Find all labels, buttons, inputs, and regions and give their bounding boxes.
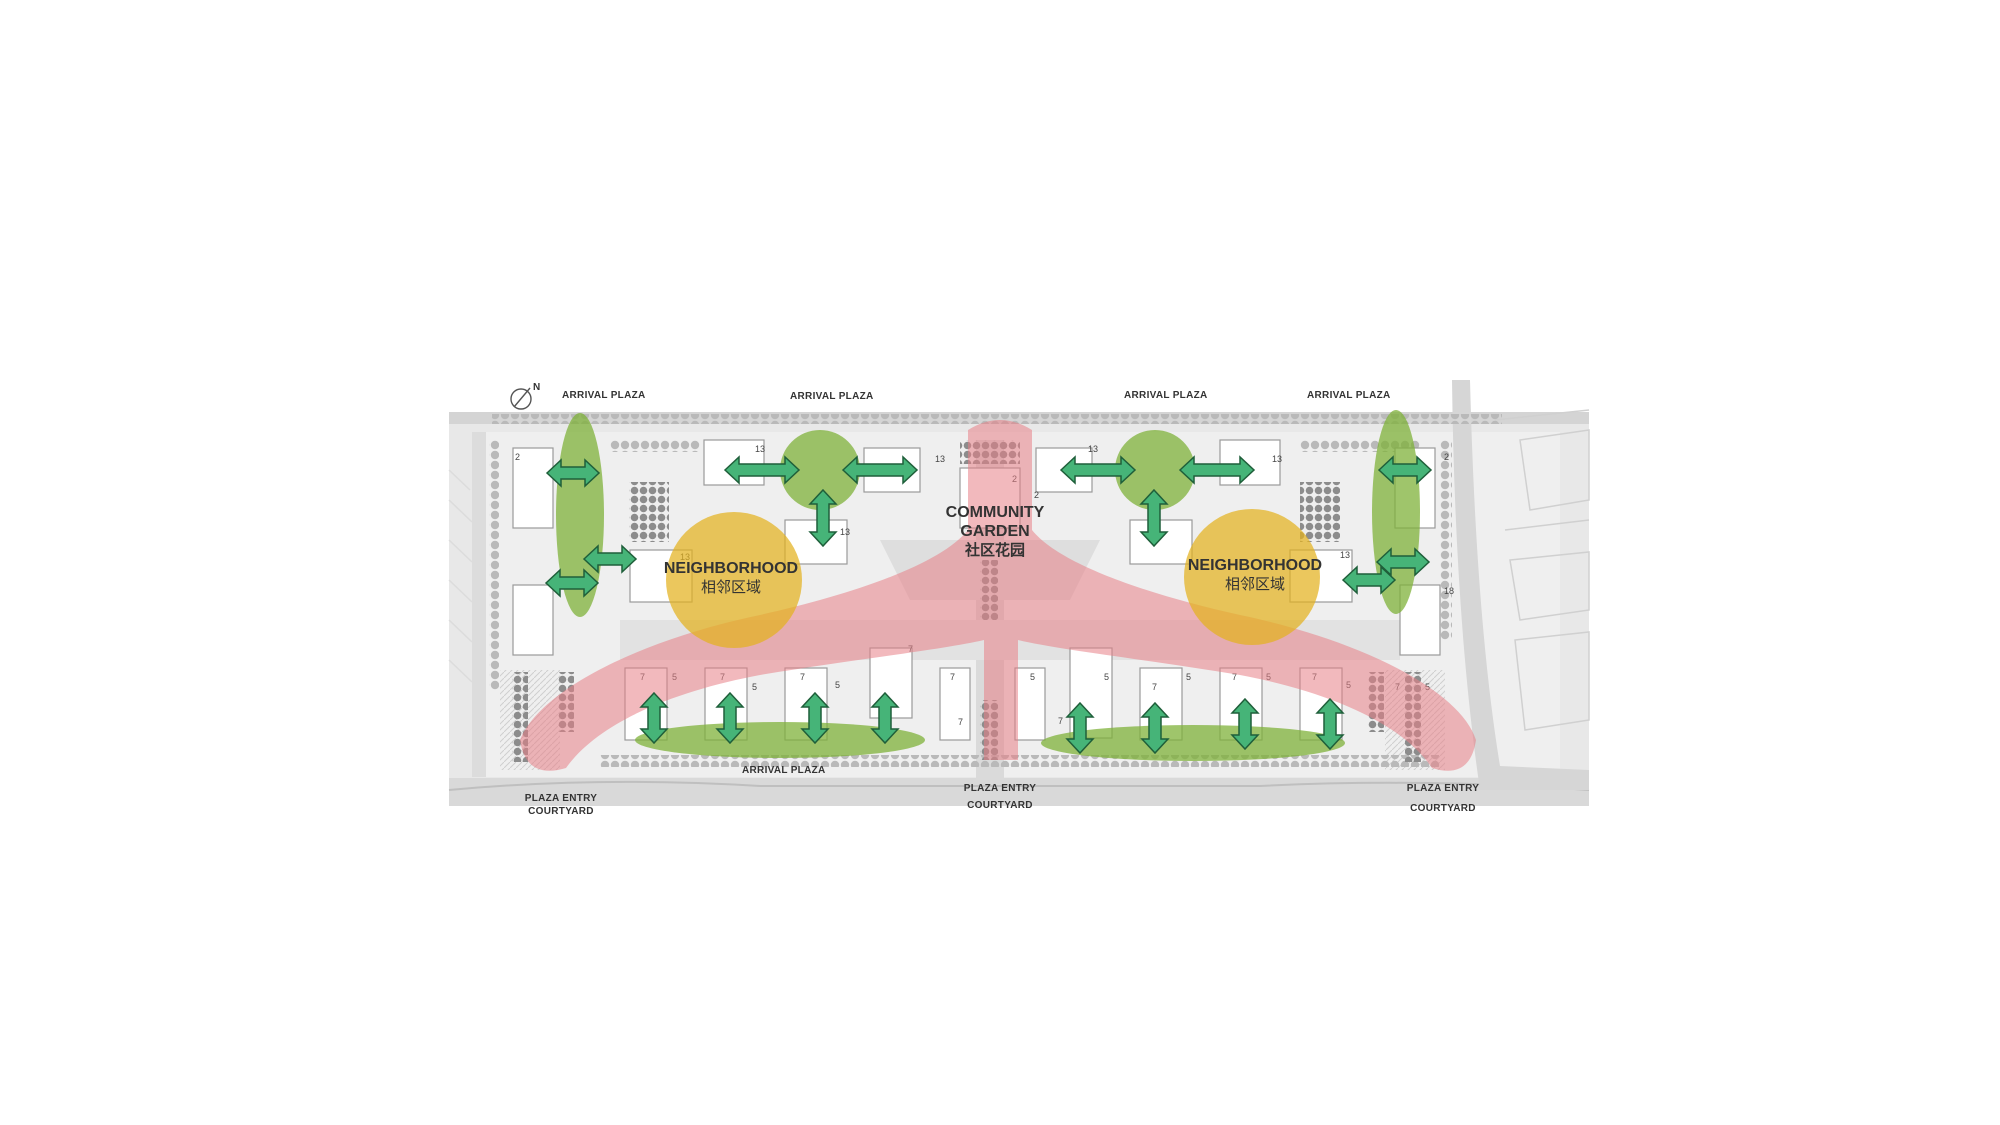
double-arrow-icon [808, 488, 838, 548]
neighborhood-left-cn-label: 相邻区域 [701, 578, 761, 596]
building-number: 7 [1152, 682, 1157, 692]
building-number: 13 [1272, 454, 1282, 464]
building-number: 7 [800, 672, 805, 682]
neighborhood-right-cn-label: 相邻区域 [1225, 575, 1285, 593]
east-context [1494, 409, 1590, 731]
courtyard-label: COURTYARD [1410, 803, 1476, 814]
building [939, 667, 971, 741]
neighborhood-right-zone [1184, 509, 1320, 645]
building [512, 447, 554, 529]
double-arrow-icon [582, 544, 638, 574]
building-number: 5 [1186, 672, 1191, 682]
building [1014, 667, 1046, 741]
community-zone-arms [520, 420, 1476, 771]
double-arrow-icon [1315, 697, 1345, 751]
double-arrow-icon [545, 458, 601, 488]
courtyard-label: COURTYARD [967, 800, 1033, 811]
building-number: 5 [1104, 672, 1109, 682]
building-number: 2 [1444, 452, 1449, 462]
building [512, 584, 554, 656]
double-arrow-icon [841, 455, 919, 485]
east-road [1452, 380, 1589, 790]
double-arrow-icon [800, 691, 830, 745]
building-number: 18 [1444, 586, 1454, 596]
building-number: 2 [1034, 490, 1039, 500]
north-compass: N [510, 382, 540, 410]
double-arrow-icon [870, 691, 900, 745]
double-arrow-icon [1341, 565, 1397, 595]
double-arrow-icon [1178, 455, 1256, 485]
plaza-entry-label: PLAZA ENTRY [1407, 783, 1480, 794]
neighborhood-right-label: NEIGHBORHOOD [1188, 557, 1322, 574]
building-number: 7 [1232, 672, 1237, 682]
double-arrow-icon [1065, 701, 1095, 755]
double-arrow-icon [715, 691, 745, 745]
arrival-plaza-label: ARRIVAL PLAZA [1124, 390, 1208, 401]
building-number: 5 [1030, 672, 1035, 682]
building-number: 13 [840, 527, 850, 537]
double-arrow-icon [1139, 488, 1169, 548]
building-number: 13 [1340, 550, 1350, 560]
compass-needle-icon [513, 387, 531, 408]
plaza-entry-label: PLAZA ENTRY [525, 793, 598, 804]
double-arrow-icon [1140, 701, 1170, 755]
neighborhood-left-zone [666, 512, 802, 648]
green-space-south-right [1041, 725, 1345, 761]
double-arrow-icon [544, 568, 600, 598]
community-garden-label: COMMUNITY [946, 504, 1045, 521]
building-number: 5 [752, 682, 757, 692]
building-number: 13 [1088, 444, 1098, 454]
plaza-entry-label: PLAZA ENTRY [964, 783, 1037, 794]
building-number: 13 [755, 444, 765, 454]
community-garden-label: GARDEN [960, 523, 1029, 540]
arrival-plaza-south-label: ARRIVAL PLAZA [742, 765, 826, 776]
neighborhood-zones [666, 509, 1320, 648]
building-number: 7 [950, 672, 955, 682]
community-garden-zone [520, 420, 1476, 771]
community-garden-cn-label: 社区花园 [964, 541, 1025, 559]
double-arrow-icon [1059, 455, 1137, 485]
building [1129, 519, 1193, 565]
double-arrow-icon [1230, 697, 1260, 751]
building-number: 7 [1058, 716, 1063, 726]
building-number: 13 [935, 454, 945, 464]
neighborhood-left-label: NEIGHBORHOOD [664, 560, 798, 577]
north-label: N [533, 382, 540, 393]
arrival-plaza-label: ARRIVAL PLAZA [790, 391, 874, 402]
double-arrow-icon [639, 691, 669, 745]
double-arrow-icon [723, 455, 801, 485]
building-number: 7 [958, 717, 963, 727]
building-number: 5 [835, 680, 840, 690]
green-space-north-right [1115, 430, 1195, 510]
building-number: 2 [515, 452, 520, 462]
green-space-south-left [635, 722, 925, 758]
arrival-plaza-label: ARRIVAL PLAZA [562, 390, 646, 401]
circulation-arrows [544, 455, 1433, 755]
double-arrow-icon [1375, 547, 1431, 577]
courtyard-label: COURTYARD [528, 806, 594, 817]
arrival-plaza-label: ARRIVAL PLAZA [1307, 390, 1391, 401]
compass-icon [510, 388, 532, 410]
west-context [448, 469, 473, 683]
green-space-north-left [780, 430, 860, 510]
labels: ARRIVAL PLAZA ARRIVAL PLAZA ARRIVAL PLAZ… [525, 390, 1480, 817]
double-arrow-icon [1377, 455, 1433, 485]
west-walkway [472, 432, 486, 777]
building [1219, 439, 1281, 486]
